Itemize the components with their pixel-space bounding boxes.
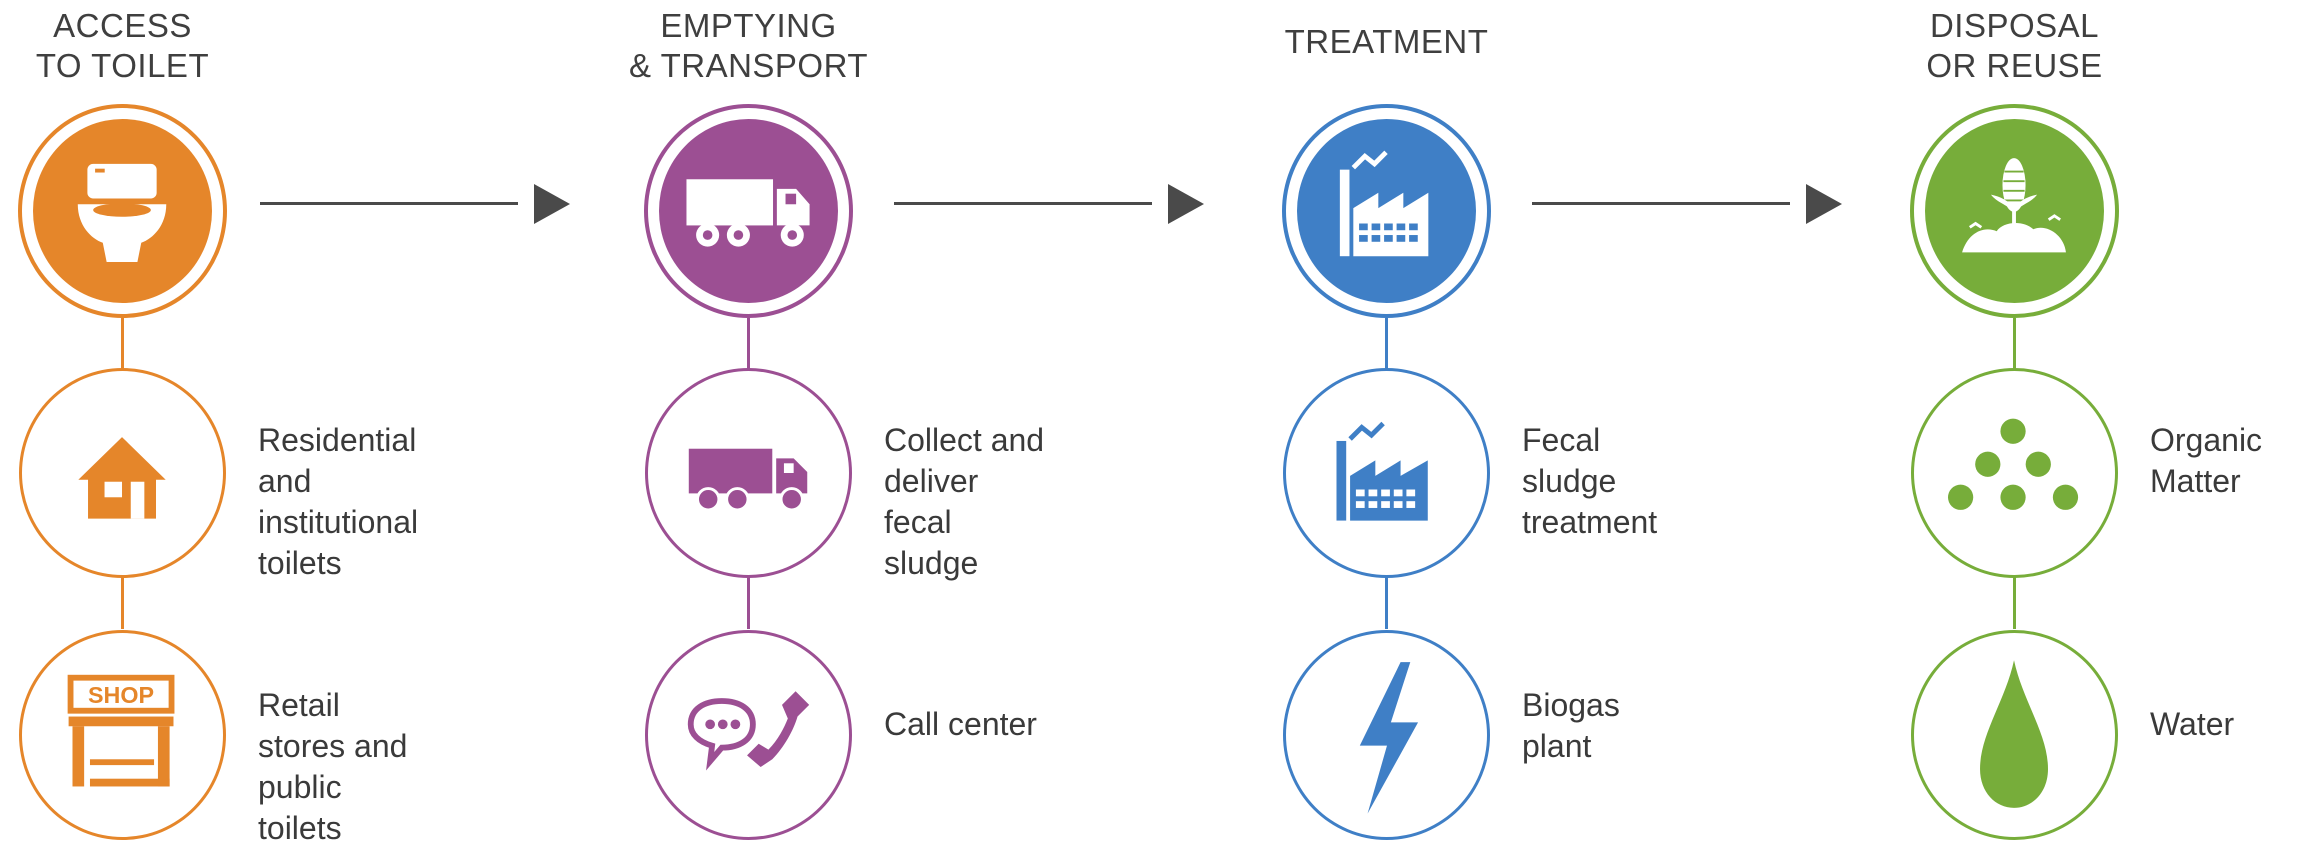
connector-line (2013, 318, 2016, 370)
item-label: Organic Matter (2150, 422, 2263, 499)
truck-icon (644, 104, 853, 318)
item-label: Retail stores and public toilets (258, 687, 408, 846)
connector-line (121, 577, 124, 629)
item-label: Residential and institutional toilets (258, 422, 419, 581)
toilet-icon (18, 104, 227, 318)
stage-access-to-toilet: ACCESS TO TOILET Residential and institu… (0, 0, 420, 846)
flow-arrow (1532, 184, 1852, 224)
stage-emptying-transport: EMPTYING & TRANSPORT Collect and deliver… (626, 0, 1046, 842)
flow-arrow (260, 184, 570, 224)
corn-plant-icon (1910, 104, 2119, 318)
item-label: Fecal sludge treatment (1522, 422, 1658, 540)
item-label: Collect and deliver fecal sludge (884, 422, 1045, 581)
item-label: Biogas plant (1522, 687, 1620, 764)
stage-title: TREATMENT (1284, 23, 1489, 60)
connector-line (1385, 577, 1388, 629)
stage-title: EMPTYING & TRANSPORT (629, 7, 868, 84)
pellets-icon (1911, 368, 2118, 578)
stage-disposal-reuse: DISPOSAL OR REUSE Organic Matter (1892, 0, 2308, 842)
factory-icon (1282, 104, 1491, 318)
flow-arrow (894, 184, 1214, 224)
connector-line (2013, 577, 2016, 629)
item-label: Water (2150, 706, 2235, 742)
connector-line (747, 318, 750, 370)
house-icon (19, 368, 226, 578)
factory-icon (1283, 368, 1490, 578)
truck-icon (645, 368, 852, 578)
connector-line (121, 318, 124, 370)
item-label: Call center (884, 706, 1037, 742)
water-drop-icon (1911, 630, 2118, 840)
lightning-icon (1283, 630, 1490, 840)
stage-title: ACCESS TO TOILET (35, 7, 210, 84)
shop-icon: SHOP (19, 630, 226, 840)
stage-title: DISPOSAL OR REUSE (1926, 7, 2103, 84)
phone-chat-icon (645, 630, 852, 840)
stage-treatment: TREATMENT Fecal sludge treatment (1264, 0, 1684, 842)
connector-line (747, 577, 750, 629)
connector-line (1385, 318, 1388, 370)
shop-sign-text: SHOP (88, 682, 154, 708)
